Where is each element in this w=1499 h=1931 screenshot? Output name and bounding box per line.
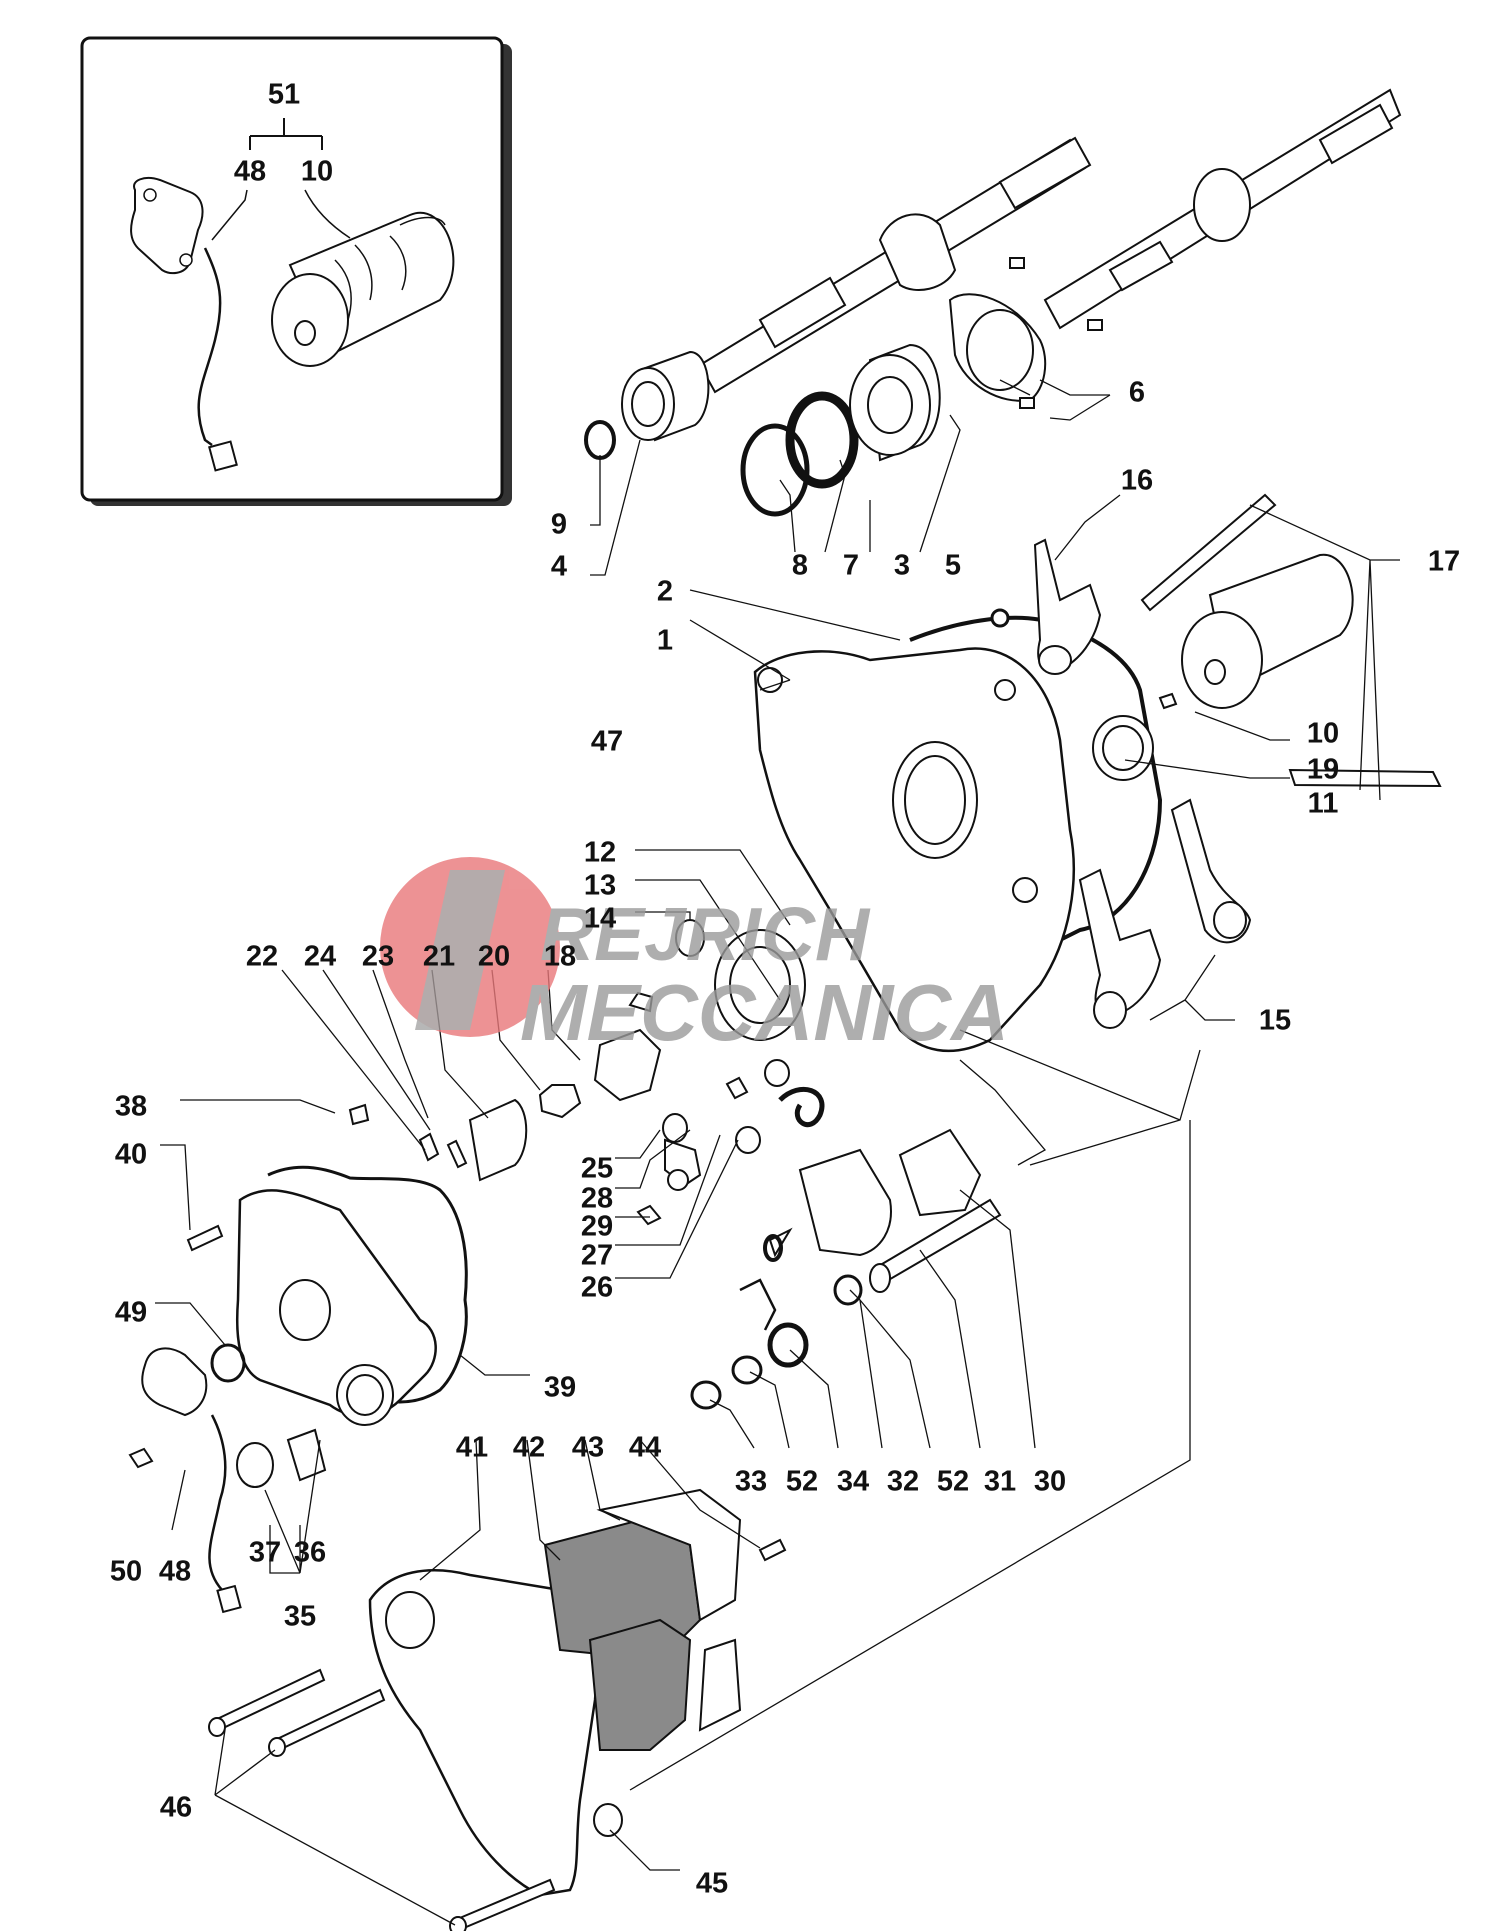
callout-7: 7 (842, 549, 860, 582)
callout-12: 12 (583, 836, 617, 869)
callout-18: 18 (543, 940, 577, 973)
callout-37: 37 (248, 1536, 282, 1569)
callout-52-right: 52 (936, 1465, 970, 1498)
callout-48: 48 (158, 1555, 192, 1588)
callout-30: 30 (1033, 1465, 1067, 1498)
callout-3: 3 (893, 549, 911, 582)
callout-40: 40 (114, 1138, 148, 1171)
callout-4: 4 (550, 550, 568, 583)
callout-16: 16 (1120, 464, 1154, 497)
callout-33: 33 (734, 1465, 768, 1498)
callout-45: 45 (695, 1867, 729, 1900)
callout-38: 38 (114, 1090, 148, 1123)
callout-6: 6 (1128, 376, 1146, 409)
callout-24: 24 (303, 940, 337, 973)
callout-14: 14 (583, 902, 617, 935)
callout-31: 31 (983, 1465, 1017, 1498)
callout-41: 41 (455, 1431, 489, 1464)
callout-11: 11 (1307, 787, 1339, 820)
bottom-cover (208, 1488, 787, 1931)
callout-5: 5 (944, 549, 962, 582)
callout-20: 20 (477, 940, 511, 973)
callout-15: 15 (1258, 1004, 1292, 1037)
callout-23: 23 (361, 940, 395, 973)
main-cover (753, 608, 1163, 1053)
callout-inset-51: 51 (267, 78, 301, 111)
callout-27: 27 (580, 1239, 614, 1272)
callout-inset-48: 48 (233, 155, 267, 188)
middle-parts (418, 919, 1002, 1410)
callout-2: 2 (656, 575, 674, 608)
callout-19: 19 (1306, 753, 1340, 786)
inset-shift-drum (271, 211, 455, 367)
callout-22: 22 (245, 940, 279, 973)
shafts (698, 88, 1402, 394)
callout-9: 9 (550, 508, 568, 541)
callout-inset-10: 10 (300, 155, 334, 188)
callout-10: 10 (1306, 717, 1340, 750)
callout-44: 44 (628, 1431, 662, 1464)
callout-17: 17 (1427, 545, 1461, 578)
inset-sensor (130, 177, 238, 472)
callout-34: 34 (836, 1465, 870, 1498)
callout-1: 1 (656, 624, 674, 657)
callout-26: 26 (580, 1271, 614, 1304)
callout-21: 21 (422, 940, 456, 973)
callout-46: 46 (159, 1791, 193, 1824)
right-parts (1033, 493, 1442, 1029)
callout-8: 8 (791, 549, 809, 582)
callout-50: 50 (109, 1555, 143, 1588)
callout-25: 25 (580, 1152, 614, 1185)
callout-49: 49 (114, 1296, 148, 1329)
svg-text:REJRICH: REJRICH (540, 892, 871, 976)
callout-32: 32 (886, 1465, 920, 1498)
callout-35: 35 (283, 1600, 317, 1633)
callout-52-left: 52 (785, 1465, 819, 1498)
callout-28: 28 (580, 1182, 614, 1215)
callout-47: 47 (590, 725, 624, 758)
callout-39: 39 (543, 1371, 577, 1404)
svg-text:MECCANICA: MECCANICA (520, 968, 1009, 1057)
callout-42: 42 (512, 1431, 546, 1464)
top-bearings (584, 257, 1103, 517)
callout-29: 29 (580, 1210, 614, 1243)
watermark-logo: REJRICH MECCANICA (380, 857, 1009, 1057)
callout-36: 36 (293, 1536, 327, 1569)
callout-43: 43 (571, 1431, 605, 1464)
callout-13: 13 (583, 869, 617, 902)
inset-box (80, 36, 512, 506)
